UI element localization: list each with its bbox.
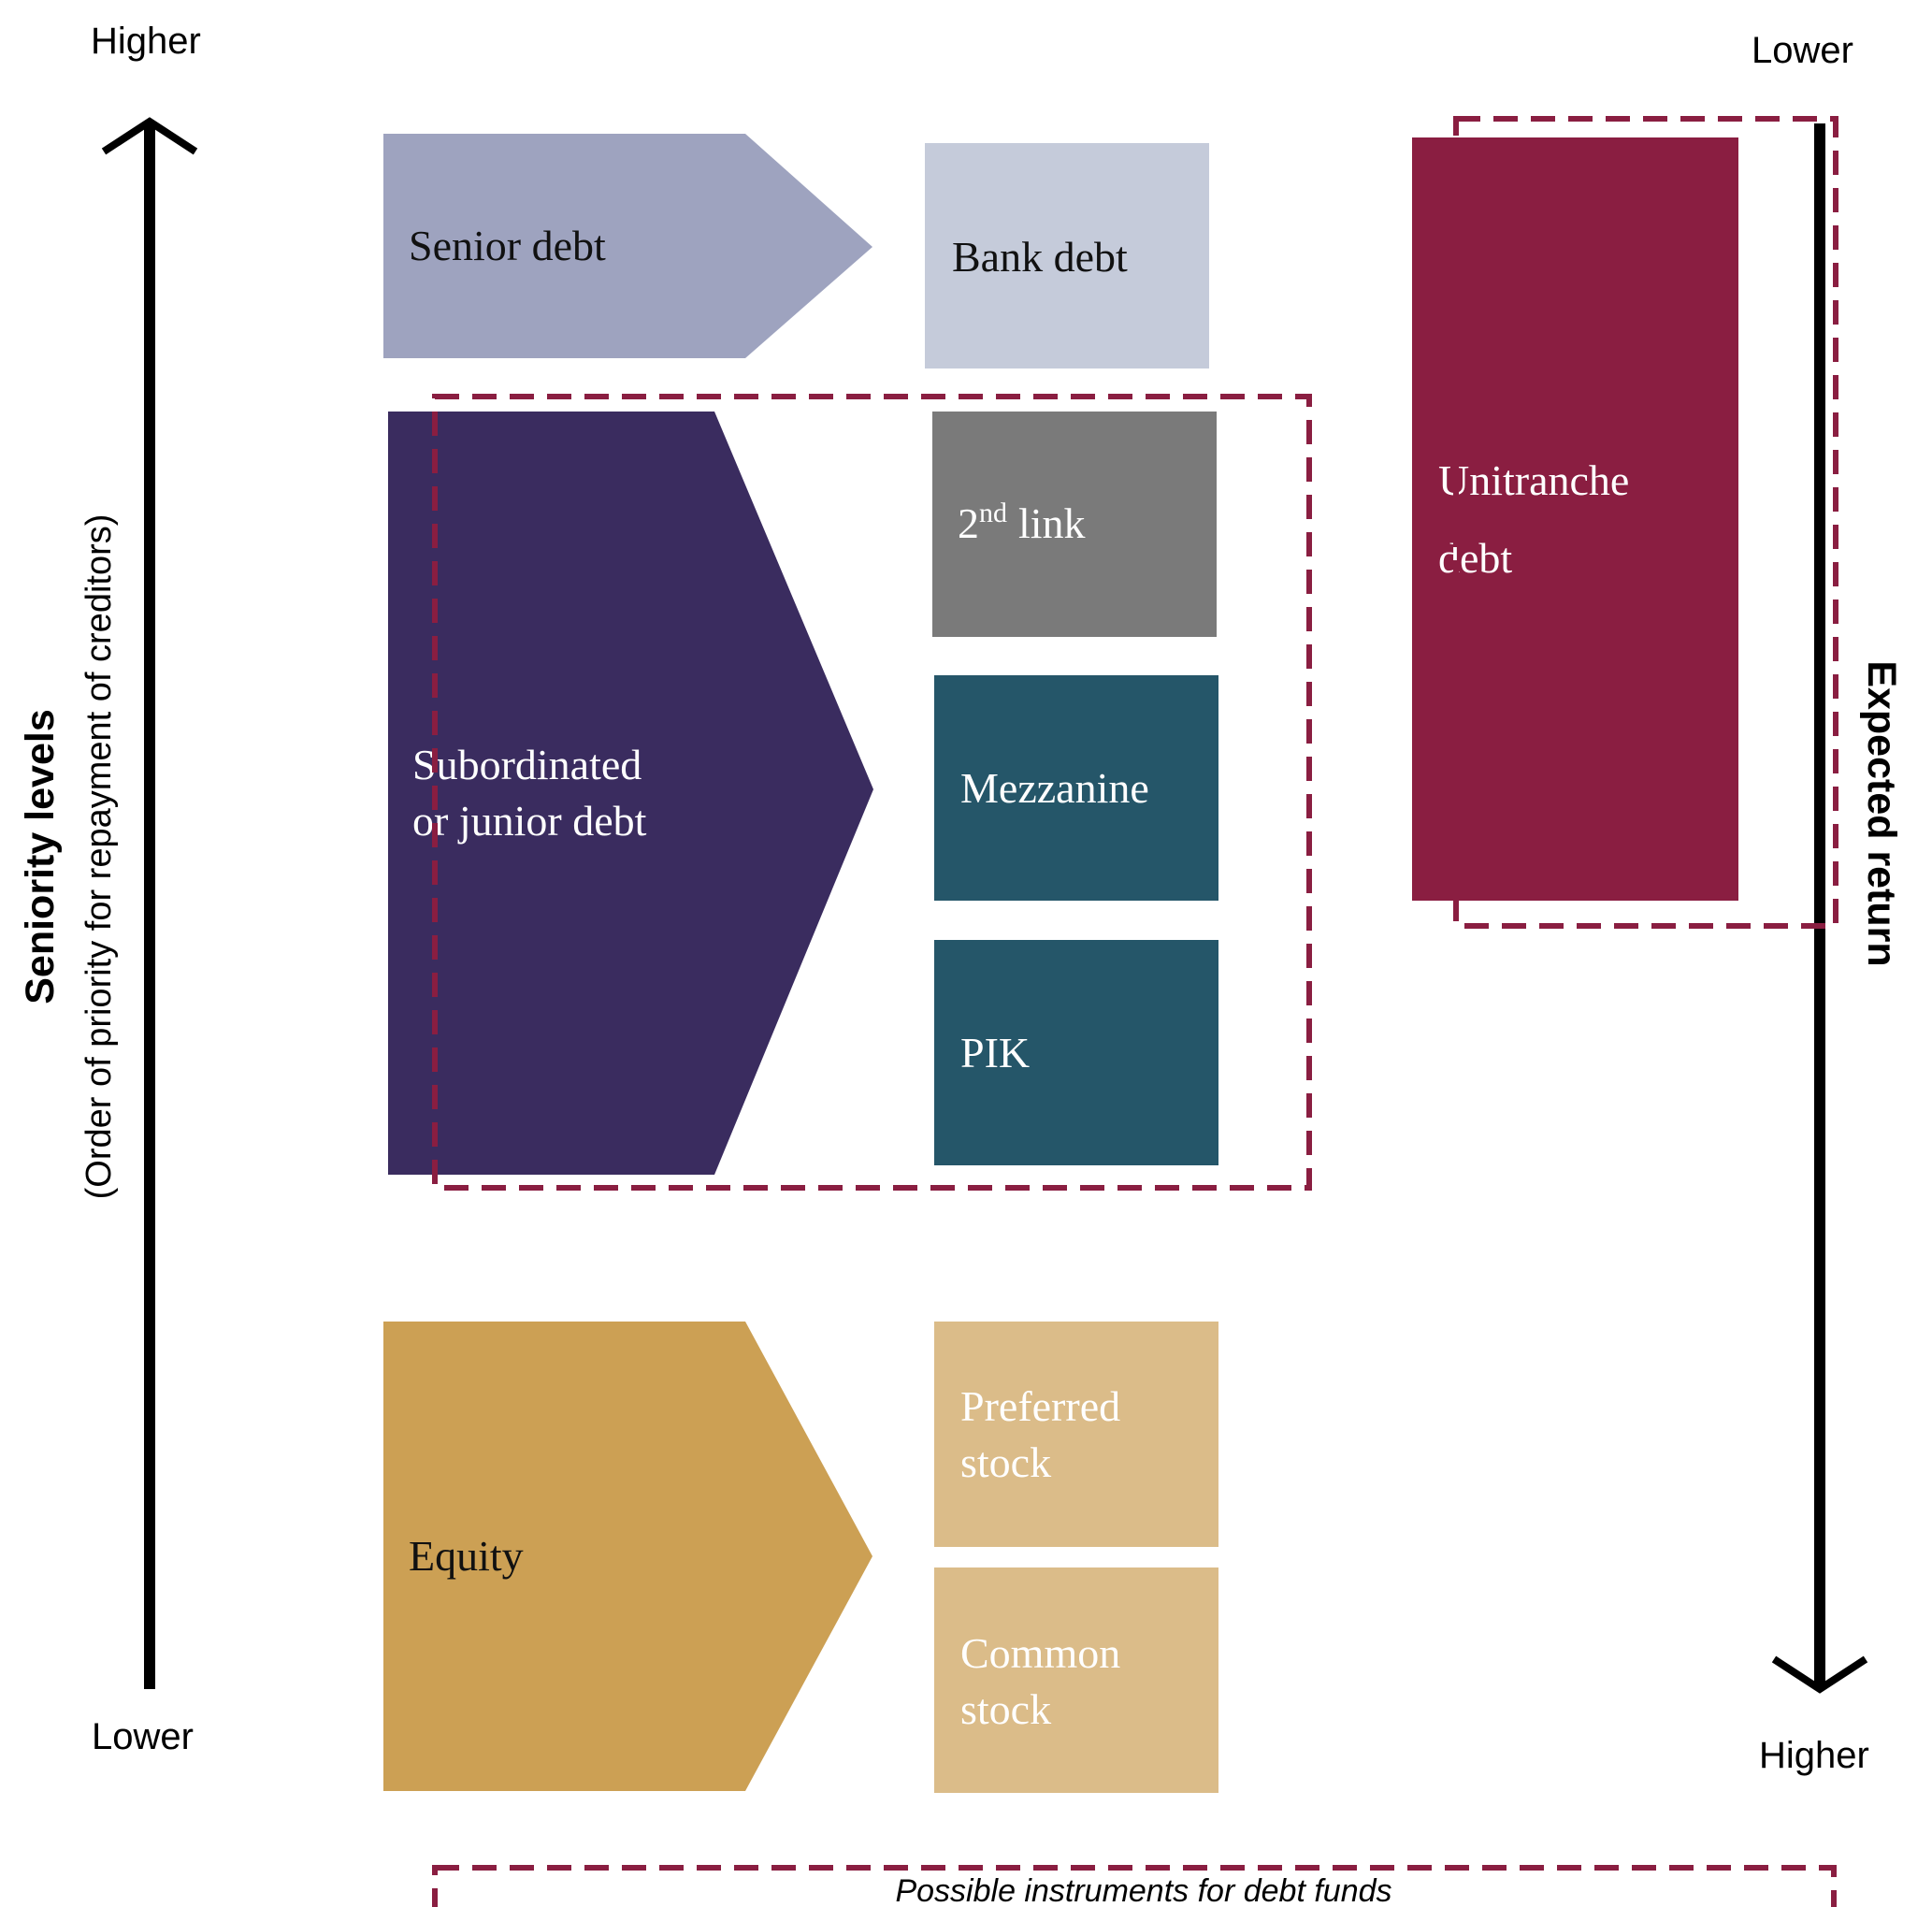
common-stock-label-line1: Common (960, 1629, 1120, 1677)
second-link-number: 2 (958, 499, 979, 547)
preferred-stock-label-line1: Preferred (960, 1382, 1120, 1430)
second-link-superscript: nd (979, 498, 1007, 528)
expected-return-arrow-head-icon (1771, 1655, 1868, 1694)
subordinated-debt-chevron (388, 412, 873, 1175)
common-stock-label-line2: stock (960, 1685, 1051, 1733)
seniority-axis-subtitle: (Order of priority for repayment of cred… (79, 514, 119, 1200)
unitranche-debt-box (1412, 137, 1738, 901)
mezzanine-label: Mezzanine (960, 764, 1149, 812)
legend-label: Possible instruments for debt funds (895, 1873, 1391, 1907)
common-stock-box (934, 1567, 1218, 1793)
preferred-stock-box (934, 1322, 1218, 1547)
legend-dashed-box (432, 1865, 1837, 1907)
legend: Possible instruments for debt funds (432, 1865, 1837, 1907)
pik-box (934, 940, 1218, 1165)
equity-label: Equity (409, 1532, 524, 1580)
second-link-word: link (1018, 499, 1086, 547)
mezzanine-box (934, 675, 1218, 901)
preferred-stock-label-line2: stock (960, 1438, 1051, 1486)
return-bottom-label: Higher (1759, 1735, 1869, 1776)
senior-debt-label: Senior debt (409, 222, 606, 269)
subordinated-debt-label-line1: Subordinated (412, 741, 642, 788)
seniority-axis: Higher Lower Seniority levels (Order of … (18, 21, 201, 1757)
pik-label: PIK (960, 1029, 1030, 1076)
senior-debt-chevron (383, 134, 872, 358)
seniority-axis-title: Seniority levels (18, 709, 63, 1004)
unitranche-label-line2: debt (1438, 534, 1512, 582)
category-chevrons: Senior debt Subordinated or junior debt … (383, 134, 873, 1791)
second-link-box (932, 412, 1217, 637)
return-top-label: Lower (1752, 30, 1853, 71)
equity-chevron (383, 1322, 872, 1791)
unitranche-dashed-group (1453, 116, 1838, 929)
unitranche-label-line1: Unitranche (1438, 456, 1629, 504)
seniority-arrow-head-icon (101, 117, 198, 155)
subordinated-dashed-group (432, 394, 1312, 1191)
expected-return-axis-title: Expected return (1859, 660, 1904, 966)
bank-debt-box (925, 143, 1209, 368)
seniority-top-label: Higher (91, 21, 201, 62)
bank-debt-label: Bank debt (952, 233, 1128, 281)
seniority-bottom-label: Lower (92, 1716, 194, 1757)
expected-return-axis: Lower Higher Expected return (1752, 30, 1904, 1776)
debt-fund-groupings (432, 116, 1838, 1191)
subordinated-debt-label-line2: or junior debt (412, 797, 647, 845)
